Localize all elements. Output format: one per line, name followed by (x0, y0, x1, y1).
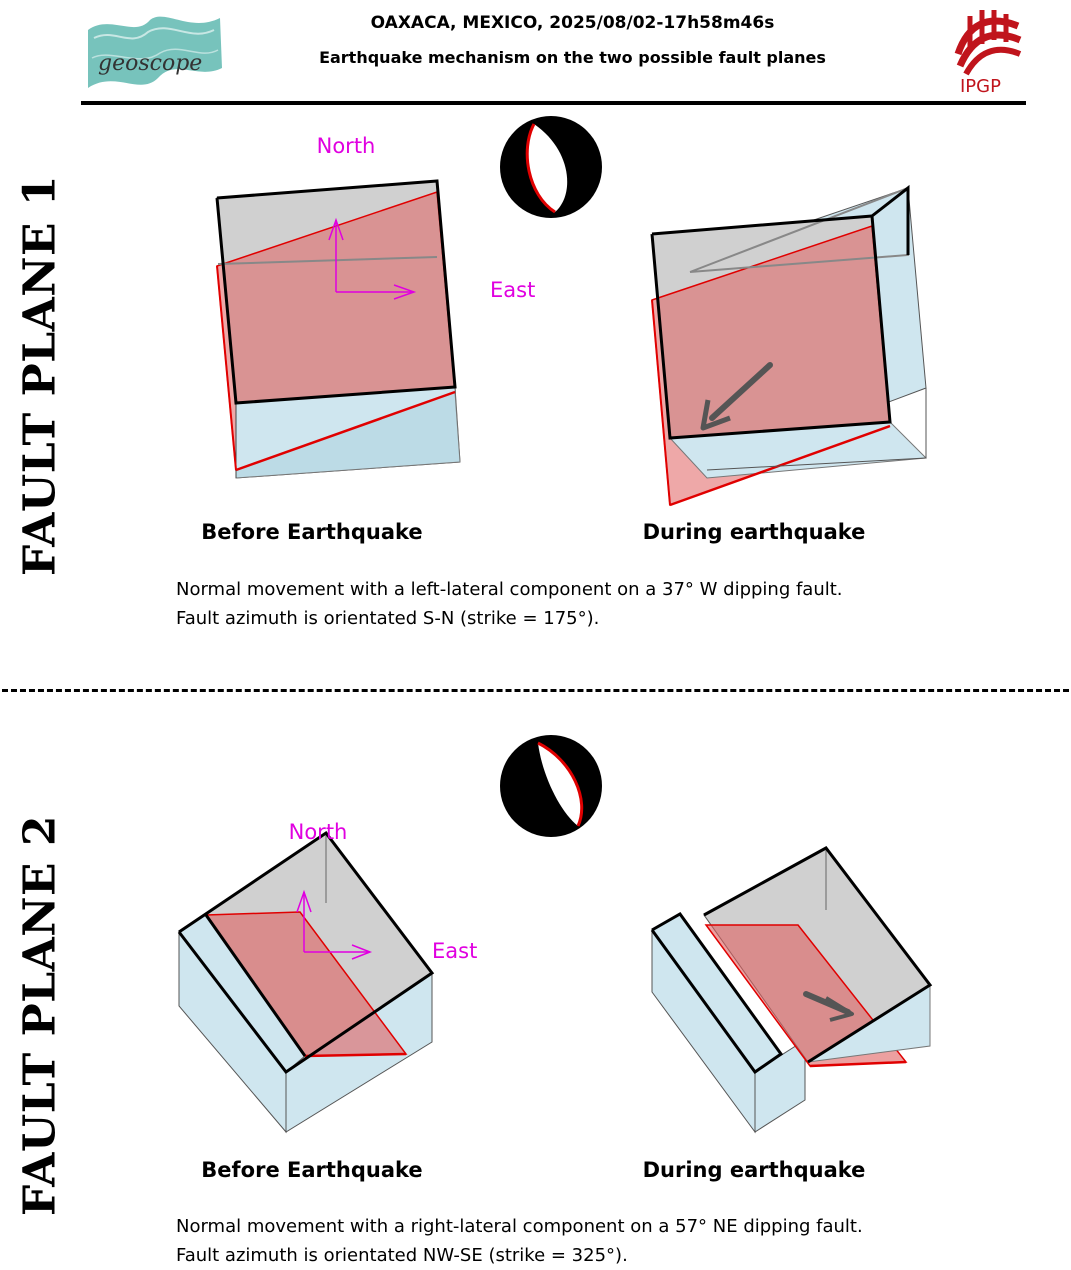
header-rule (81, 101, 1026, 105)
description-1-line2: Fault azimuth is orientated S-N (strike … (176, 608, 600, 629)
ipgp-logo: IPGP (954, 10, 1022, 97)
caption-during-1: During earthquake (642, 520, 866, 544)
page-subtitle: Earthquake mechanism on the two possible… (319, 48, 826, 67)
beachball-2 (500, 735, 602, 837)
compass-axes-1 (328, 217, 417, 300)
caption-during-2: During earthquake (642, 1158, 866, 1182)
north-label-1: North (317, 134, 376, 158)
fault2-before-block (177, 830, 435, 1134)
fault1-during-block (650, 184, 928, 507)
panel-1-diagram: North East (215, 116, 928, 507)
ipgp-logo-text: IPGP (960, 76, 1001, 97)
compass-axes-2 (296, 889, 373, 960)
panel-separator (2, 689, 1069, 692)
description-1-line1: Normal movement with a left-lateral comp… (176, 579, 843, 600)
geoscope-logo-text: geoscope (98, 51, 202, 76)
fault2-during-block (650, 846, 933, 1134)
fault1-before-block (215, 179, 461, 479)
geoscope-logo: geoscope (88, 16, 222, 89)
panel-2-diagram: North East (177, 735, 933, 1134)
north-label-2: North (289, 820, 348, 844)
page-title: OAXACA, MEXICO, 2025/08/02-17h58m46s (370, 13, 775, 33)
caption-before-1: Before Earthquake (201, 520, 423, 544)
east-label-1: East (490, 278, 535, 302)
description-2-line2: Fault azimuth is orientated NW-SE (strik… (176, 1245, 628, 1266)
beachball-1 (500, 116, 602, 218)
description-2-line1: Normal movement with a right-lateral com… (176, 1216, 863, 1237)
east-label-2: East (432, 939, 477, 963)
caption-before-2: Before Earthquake (201, 1158, 423, 1182)
